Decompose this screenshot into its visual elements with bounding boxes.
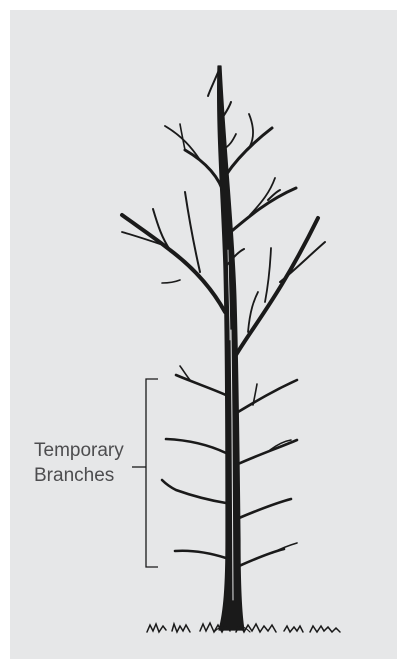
temporary-branches-label: Temporary Branches — [34, 438, 139, 488]
tree-icon — [122, 66, 325, 630]
temporary-branch-left — [176, 375, 226, 395]
upper-branch — [122, 215, 225, 312]
temporary-branch-right — [238, 440, 297, 464]
temporary-branch-left — [166, 439, 226, 453]
temporary-branch-left — [162, 480, 226, 503]
temporary-branch-right — [239, 499, 291, 518]
upper-branch — [236, 218, 318, 355]
temporary-branch-right — [239, 549, 284, 566]
temporary-branch-left — [175, 551, 226, 558]
label-line-1: Temporary — [34, 438, 139, 463]
temporary-branch-right — [238, 380, 297, 412]
upper-branch — [185, 150, 224, 195]
upper-branch — [227, 188, 296, 235]
label-line-2: Branches — [34, 463, 139, 488]
upper-branch — [226, 128, 272, 175]
